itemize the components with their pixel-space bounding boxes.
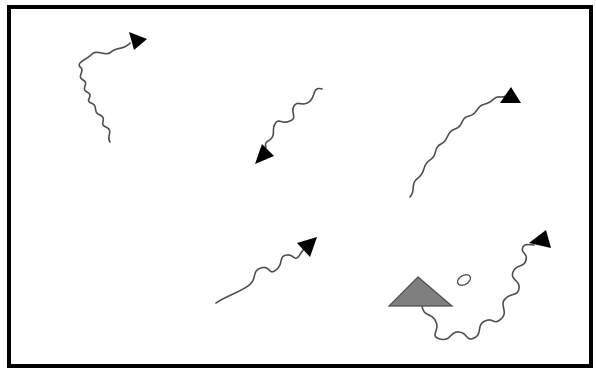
wavy-line-4 [215,248,305,304]
wavy-line-2 [264,87,323,148]
wavy-line-5 [421,243,535,341]
wavy-line-1 [78,42,131,143]
wavy-arrow-1 [78,32,147,143]
arrowhead-3 [500,87,521,103]
arrowhead-1 [129,32,147,50]
wavy-arrow-5 [421,230,551,341]
pebble-ellipse [456,274,472,286]
wavy-line-3 [409,94,509,198]
wavy-arrow-3 [409,87,521,198]
arrowhead-2 [255,144,274,164]
wavy-arrow-4 [215,237,317,304]
wavy-arrow-2 [255,87,323,164]
arrowhead-5 [529,230,551,248]
arrowhead-4 [297,237,317,257]
triangle-obstacle [387,276,454,307]
diagram-frame [7,5,593,368]
